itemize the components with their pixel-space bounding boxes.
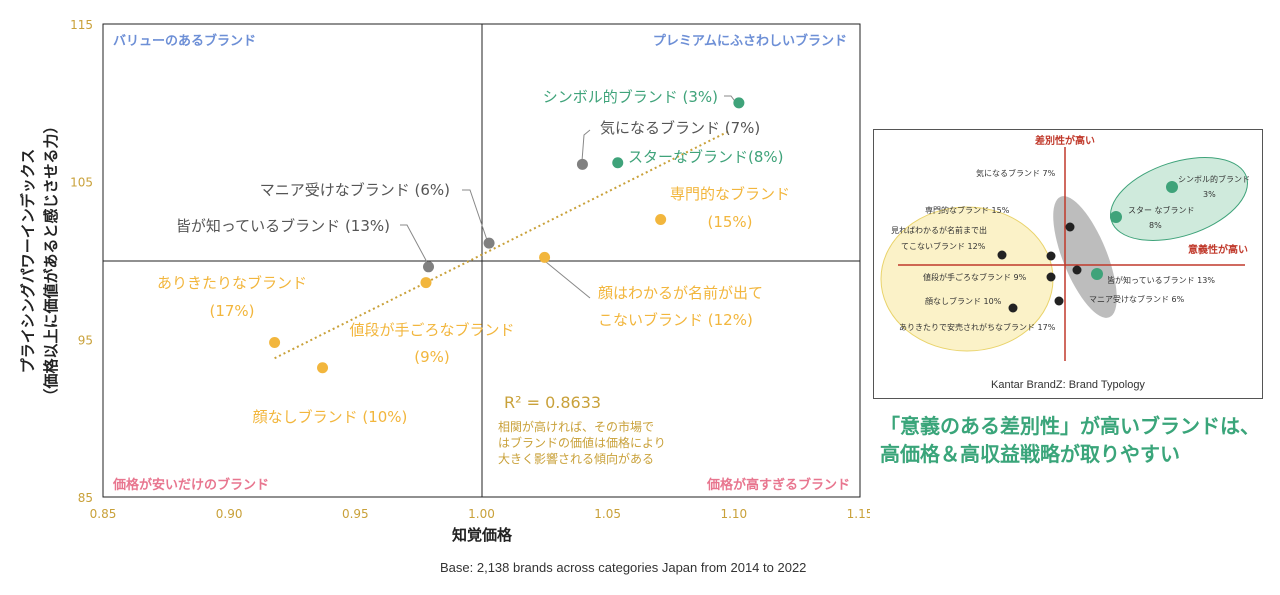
point-label-kao-wakaru-2: こないブランド (12%) xyxy=(598,311,753,329)
x-tick-label: 1.00 xyxy=(468,507,495,521)
point-label-kao-wakaru-1: 顔はわかるが名前が出て xyxy=(598,284,763,302)
leader-line-mania xyxy=(462,189,488,241)
typ-label-mania: マニア受けなブランド 6% xyxy=(1089,294,1185,304)
point-labels: シンボル的ブランド (3%) 気になるブランド (7%) スターなブランド(8%… xyxy=(157,88,790,426)
conclusion-line-2: 高価格＆高収益戦略が取りやすい xyxy=(880,442,1180,466)
typ-point-senmon xyxy=(1046,251,1056,261)
x-axis-title: 知覚価格 xyxy=(452,526,513,544)
conclusion-line-1: 「意義のある差別性」が高いブランドは、 xyxy=(880,414,1260,438)
typ-point-mireba xyxy=(997,250,1007,260)
typ-point-symbol xyxy=(1166,181,1178,193)
r-squared-note-1: 相関が高ければ、その市場で xyxy=(498,419,654,434)
typology-points xyxy=(997,181,1178,313)
data-point xyxy=(420,277,432,289)
r-squared-label: R² = 0.8633 xyxy=(504,393,601,412)
conclusion-text: 「意義のある差別性」が高いブランドは、 高価格＆高収益戦略が取りやすい xyxy=(880,412,1280,468)
data-point xyxy=(576,158,588,170)
typ-point-mania xyxy=(1054,296,1064,306)
typology-y-axis-label: 差別性が高い xyxy=(1035,134,1095,147)
r-squared-note-2: はブランドの価値は価格により xyxy=(498,435,666,450)
typology-title: Kantar BrandZ: Brand Typology xyxy=(991,379,1145,391)
point-label-kininaru: 気になるブランド (7%) xyxy=(600,119,760,137)
typ-label-kaonashi: 顔なしブランド 10% xyxy=(925,296,1002,306)
y-tick-labels: 85 95 105 115 xyxy=(70,18,93,505)
base-note: Base: 2,138 brands across categories Jap… xyxy=(440,560,807,575)
typ-label-minna: 皆が知っているブランド 13% xyxy=(1107,275,1215,285)
quadrant-label-top-left: バリューのあるブランド xyxy=(113,33,256,49)
point-label-arikitari-1: ありきたりなブランド xyxy=(157,274,307,292)
typ-label-kininaru: 気になるブランド 7% xyxy=(976,168,1056,178)
data-point xyxy=(423,261,435,273)
y-tick-label: 105 xyxy=(70,176,93,190)
typ-label-star-2: 8% xyxy=(1149,221,1162,230)
data-point xyxy=(612,157,624,169)
point-label-kaonashi: 顔なしブランド (10%) xyxy=(253,408,408,426)
data-point xyxy=(733,97,745,109)
x-tick-label: 0.95 xyxy=(342,507,369,521)
point-label-senmon-2: (15%) xyxy=(707,213,752,231)
quadrant-label-top-right: プレミアムにふさわしいブランド xyxy=(653,33,847,49)
y-tick-label: 85 xyxy=(78,491,93,505)
typ-point-minna xyxy=(1072,265,1082,275)
point-label-nedan-2: (9%) xyxy=(414,348,450,366)
x-tick-label: 0.85 xyxy=(90,507,117,521)
point-label-star: スターなブランド(8%) xyxy=(628,148,784,166)
x-tick-label: 1.15 xyxy=(847,507,870,521)
y-tick-label: 95 xyxy=(78,333,93,347)
typ-label-symbol-1: シンボル的ブランド xyxy=(1178,174,1250,184)
typ-point-nedan xyxy=(1046,272,1056,282)
leader-line-minna xyxy=(400,224,429,265)
data-point xyxy=(483,237,495,249)
leader-line-kininaru xyxy=(581,129,591,162)
typ-label-mireba-2: てこないブランド 12% xyxy=(901,241,986,251)
typ-label-arikitari: ありきたりで安売されがちなブランド 17% xyxy=(899,322,1056,332)
typ-label-nedan: 値段が手ごろなブランド 9% xyxy=(923,272,1027,282)
typology-labels: 気になるブランド 7% シンボル的ブランド 3% スター なブランド 8% 専門… xyxy=(891,168,1250,332)
point-label-mania: マニア受けなブランド (6%) xyxy=(260,181,450,199)
point-label-symbol: シンボル的ブランド (3%) xyxy=(543,88,718,106)
typ-point-minna-green xyxy=(1091,268,1103,280)
data-points xyxy=(269,97,745,374)
ellipse-green xyxy=(1110,157,1248,241)
point-label-arikitari-2: (17%) xyxy=(209,302,254,320)
data-point xyxy=(655,214,667,226)
typ-point-kaonashi xyxy=(1008,303,1018,313)
typ-label-symbol-2: 3% xyxy=(1203,190,1216,199)
x-tick-label: 1.10 xyxy=(720,507,747,521)
point-label-senmon-1: 専門的なブランド xyxy=(670,185,790,203)
x-tick-labels: 0.85 0.90 0.95 1.00 1.05 1.10 1.15 xyxy=(90,507,870,521)
typology-x-axis-label: 意義性が高い xyxy=(1188,243,1248,256)
point-label-minna: 皆が知っているブランド (13%) xyxy=(176,217,390,235)
typ-point-kininaru xyxy=(1065,222,1075,232)
y-tick-label: 115 xyxy=(70,18,93,32)
typ-label-senmon: 専門的なブランド 15% xyxy=(925,205,1010,215)
r-squared-note-3: 大きく影響される傾向がある xyxy=(498,451,654,466)
x-tick-label: 1.05 xyxy=(594,507,621,521)
y-axis-title-line2: （価格以上に価値があると感じさせる力） xyxy=(42,118,60,403)
brand-typology-diagram: 差別性が高い 意義性が高い 気になるブランド 7% シンボル的ブランド 3% ス… xyxy=(873,129,1263,399)
point-label-nedan-1: 値段が手ごろなブランド xyxy=(349,321,514,339)
data-point xyxy=(317,362,329,374)
main-scatter-chart: バリューのあるブランド プレミアムにふさわしいブランド 価格が安いだけのブランド… xyxy=(19,18,870,544)
typ-label-mireba-1: 見ればわかるが名前まで出 xyxy=(891,225,987,235)
y-axis-title-line1: プライシングパワーインデックス xyxy=(19,149,37,374)
typ-label-star-1: スター なブランド xyxy=(1128,205,1195,215)
x-tick-label: 0.90 xyxy=(216,507,243,521)
quadrant-label-bottom-right: 価格が高すぎるブランド xyxy=(706,477,850,493)
typ-point-star xyxy=(1110,211,1122,223)
data-point xyxy=(539,251,551,263)
quadrant-label-bottom-left: 価格が安いだけのブランド xyxy=(112,477,269,493)
leader-line-kao-wakaru xyxy=(545,261,591,299)
data-point xyxy=(269,336,281,348)
